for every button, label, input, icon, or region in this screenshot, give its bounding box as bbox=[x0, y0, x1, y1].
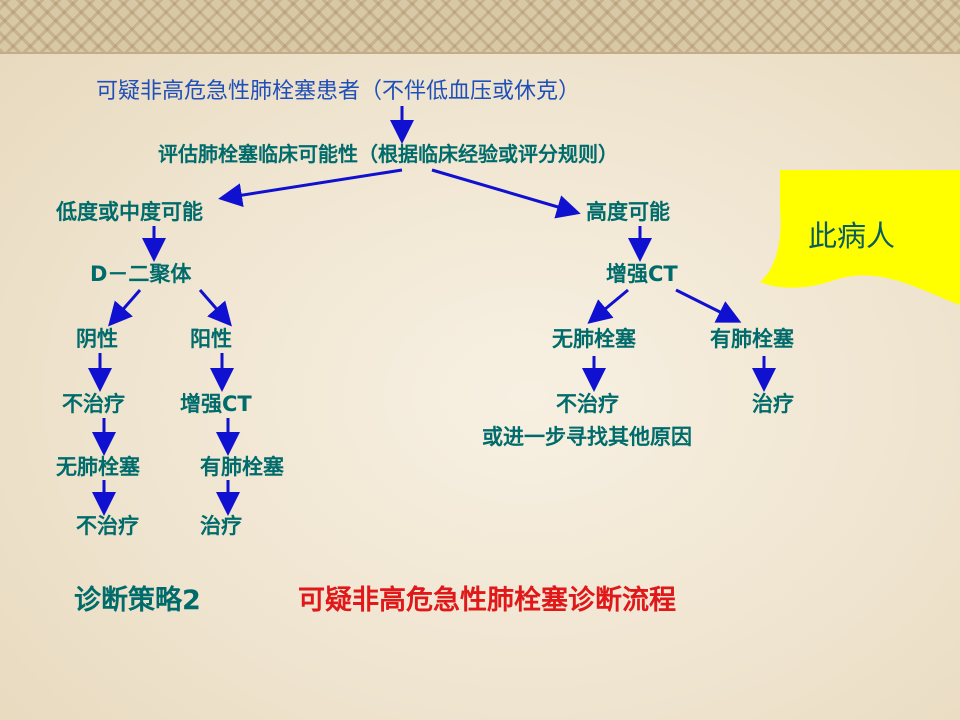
arrow-assess-to-high bbox=[431, 168, 581, 219]
node-pe-right: 有肺栓塞 bbox=[710, 327, 794, 351]
node-no-treatment-right: 不治疗 bbox=[556, 392, 619, 416]
node-ct-right: 增强CT bbox=[606, 262, 678, 286]
node-low-moderate: 低度或中度可能 bbox=[56, 200, 203, 224]
node-pe-left: 有肺栓塞 bbox=[200, 455, 284, 479]
arrow-ct-to-pe-right bbox=[675, 288, 742, 323]
footer-title: 可疑非高危急性肺栓塞诊断流程 bbox=[298, 585, 676, 616]
node-no-pe-left: 无肺栓塞 bbox=[56, 455, 140, 479]
banner-label: 此病人 bbox=[808, 219, 896, 253]
node-assess: 评估肺栓塞临床可能性（根据临床经验或评分规则） bbox=[158, 142, 618, 166]
highlight-banner bbox=[760, 170, 960, 305]
node-d-dimer: D－二聚体 bbox=[90, 262, 192, 286]
footer-strategy-label: 诊断策略2 bbox=[74, 585, 201, 616]
arrow-assess-to-low bbox=[218, 168, 403, 208]
node-no-treatment-left-2: 不治疗 bbox=[76, 514, 139, 538]
node-positive: 阳性 bbox=[190, 327, 232, 351]
node-treatment-right: 治疗 bbox=[752, 392, 794, 416]
node-no-treatment-left: 不治疗 bbox=[62, 392, 125, 416]
node-no-pe-right: 无肺栓塞 bbox=[552, 327, 636, 351]
node-treatment-left: 治疗 bbox=[200, 514, 242, 538]
arrow-ct-to-nope-right bbox=[587, 288, 629, 324]
node-ct-left: 增强CT bbox=[180, 392, 252, 416]
arrow-ddimer-to-pos bbox=[198, 289, 232, 327]
decorative-top-border bbox=[0, 0, 960, 54]
arrow-ddimer-to-neg bbox=[108, 289, 142, 327]
node-other-cause: 或进一步寻找其他原因 bbox=[482, 425, 692, 449]
node-root: 可疑非高危急性肺栓塞患者（不伴低血压或休克） bbox=[96, 79, 581, 104]
node-high: 高度可能 bbox=[586, 200, 670, 224]
node-negative: 阴性 bbox=[76, 327, 118, 351]
